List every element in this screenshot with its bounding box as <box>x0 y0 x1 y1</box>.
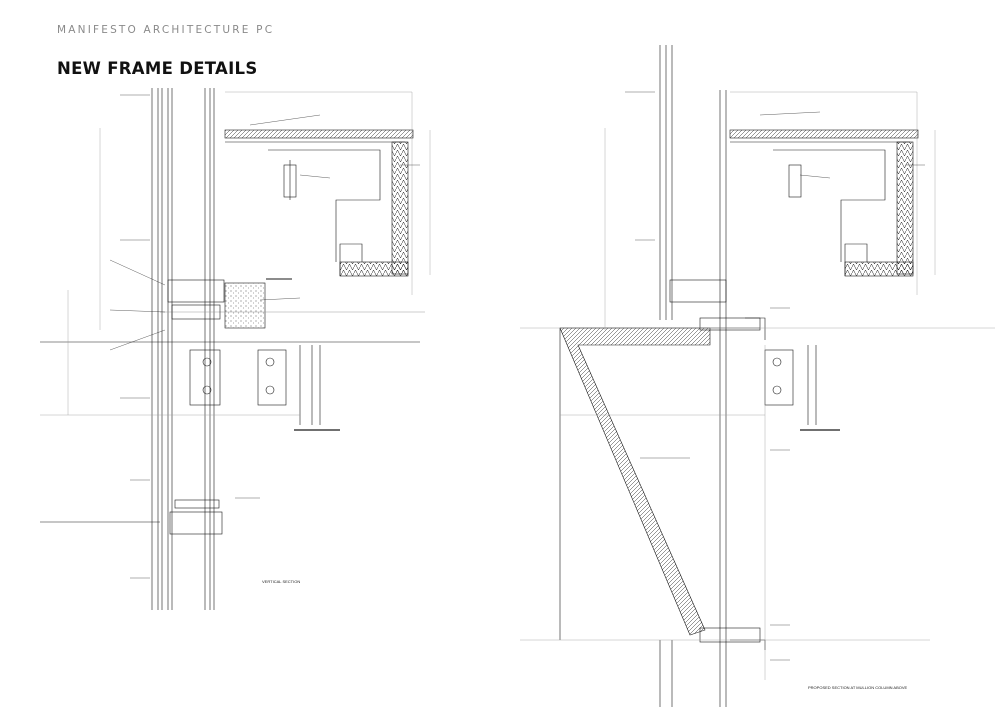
right-soffit-box <box>669 129 919 303</box>
left-steel-plates <box>189 345 340 431</box>
right-steel-plates <box>764 345 840 431</box>
page-title: NEW FRAME DETAILS <box>57 59 258 78</box>
left-soffit-box <box>224 129 414 277</box>
right-guide-lines <box>520 91 995 680</box>
right-drawing-caption: PROPOSED SECTION AT MULLION COLUMN ABOVE <box>808 685 908 690</box>
right-sloped-panel <box>559 317 766 650</box>
right-proposed-section <box>520 45 995 707</box>
left-vertical-section <box>40 88 431 610</box>
right-leaders <box>625 91 925 661</box>
left-lower-transom <box>40 499 223 535</box>
left-guide-lines <box>40 91 431 416</box>
left-mullion-lines <box>151 88 215 610</box>
right-mullion-lines <box>659 45 727 707</box>
firm-name: MANIFESTO ARCHITECTURE PC <box>57 24 275 36</box>
left-drawing-caption: VERTICAL SECTION <box>262 579 301 584</box>
left-floor-slab <box>40 278 425 343</box>
left-leaders <box>109 94 420 579</box>
